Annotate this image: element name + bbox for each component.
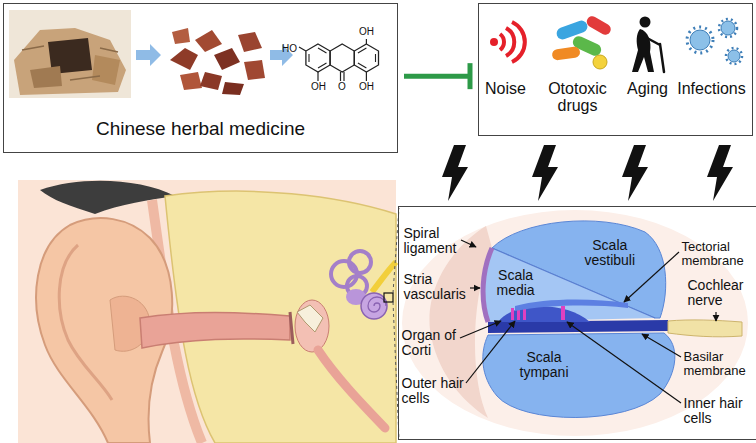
virus-icon (721, 21, 735, 35)
semicircular-canal (349, 251, 371, 273)
leader-arrow (460, 321, 501, 338)
anatomy-label: Stria vascularis (404, 272, 466, 303)
anatomy-label: Scala media (497, 268, 535, 299)
herb-chip (222, 82, 244, 95)
anatomy-label: Tectorial membrane (682, 240, 744, 269)
outer-hair-cell (523, 308, 526, 320)
virus-icon (690, 30, 710, 50)
cochlea-section-box: Spiral ligament Scala vestibuliStria vasc… (398, 206, 756, 440)
herb-slices (14, 28, 126, 95)
pill-icon (593, 55, 607, 69)
anatomy-label: Scala vestibuli (585, 238, 636, 269)
leader-arrow (567, 322, 681, 403)
anatomy-label: Spiral ligament (404, 226, 457, 257)
pyranone-ring (330, 44, 354, 72)
anatomy-label: Organ of Corti (402, 328, 472, 359)
semicircular-canal (331, 261, 357, 287)
risk-factor-box: Noise Ototoxic drugs Aging Infections (478, 3, 753, 136)
risk-factor-label: Aging (627, 80, 668, 98)
herb-chip (170, 48, 198, 70)
leader-arrow (461, 240, 476, 247)
herb-piece (92, 55, 120, 85)
risk-factor-label: Ototoxic drugs (543, 80, 613, 116)
herb-texture (22, 46, 118, 80)
herb-chip (214, 48, 240, 70)
elderly-icon (640, 17, 651, 28)
vestibulocochlear-nerve (372, 262, 396, 292)
connector-line (404, 74, 470, 79)
herb-chip (244, 60, 265, 80)
helix (59, 245, 112, 400)
virus-icon (726, 48, 742, 64)
risk-factor-label: Noise (485, 80, 526, 98)
elderly-icon (632, 29, 654, 72)
inhibition-bar (468, 63, 473, 89)
lightning-bolt (532, 145, 558, 201)
virus-icon (687, 27, 713, 53)
herb-chip (195, 30, 222, 52)
eardrum (290, 312, 293, 344)
leader-arrow (466, 321, 515, 383)
chemical-bond (299, 39, 366, 81)
herbal-medicine-box: Chinese herbal medicine (3, 3, 398, 153)
lightning-bolt (622, 145, 648, 201)
herb-photo (9, 10, 131, 98)
detail-marker (384, 293, 393, 302)
atom-label: OH (359, 27, 374, 37)
pill-icon (555, 19, 589, 41)
virus-icon (719, 19, 737, 37)
box-title: Chinese herbal medicine (96, 118, 305, 139)
elderly-icon (647, 38, 664, 72)
anatomy-label: Inner hair cells (684, 396, 754, 427)
herb-chip (238, 32, 262, 52)
pill-icon (585, 14, 613, 37)
atom-label: O (338, 82, 346, 92)
herb-chip (180, 72, 202, 90)
atom-label: HO (282, 44, 297, 54)
anatomy-label: Basilar membrane (684, 350, 746, 379)
organ-of-corti (498, 306, 590, 322)
anatomy-label: Outer hair cells (402, 376, 474, 407)
leader-arrow (642, 334, 681, 357)
inhibition-connector (404, 63, 470, 89)
outer-hair-cell (511, 308, 514, 320)
cochlea (361, 293, 387, 319)
middle-ear (295, 300, 329, 352)
lightning-bolt (707, 145, 733, 201)
cochlear-nerve (668, 320, 742, 337)
anatomy-label: Cochlear nerve (688, 278, 744, 309)
leader-arrow (470, 287, 480, 288)
anatomy-label: Scala tympani (520, 350, 569, 381)
inner-hair-cell (561, 306, 565, 320)
stria-vascularis (483, 248, 492, 322)
pill-icon (551, 46, 580, 61)
skin (18, 180, 396, 443)
risk-factor-label: Infections (677, 80, 745, 98)
herb-chip (172, 28, 190, 44)
noise-icon (490, 38, 498, 46)
process-arrow (136, 44, 161, 66)
ear-canal (140, 313, 290, 349)
atom-label: OH (311, 82, 326, 92)
virus-icon (728, 50, 740, 62)
herb-chip (200, 72, 222, 90)
noise-icon (500, 22, 525, 62)
scala-tympani (483, 333, 675, 418)
ossicles (297, 305, 323, 332)
atom-label: OH (359, 82, 374, 92)
eustachian-tube (318, 350, 385, 428)
tectorial-membrane (515, 300, 628, 311)
cochlea-spiral (368, 297, 386, 312)
double-bond (309, 48, 376, 68)
leader-arrow (715, 312, 716, 321)
herb-piece (30, 66, 62, 88)
lightning-bolt (442, 145, 468, 201)
